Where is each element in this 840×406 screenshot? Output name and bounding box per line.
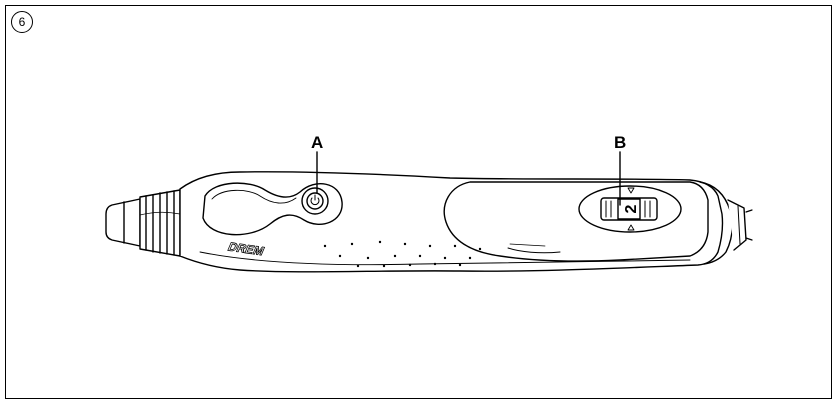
power-cord-stub — [746, 210, 752, 240]
collet-nut — [106, 199, 140, 246]
callout-b-label: B — [614, 134, 626, 151]
callout-a-label: A — [311, 134, 323, 151]
ribbed-collar — [140, 190, 180, 256]
speed-setting-numeral: 2 — [623, 204, 640, 213]
on-off-button — [302, 188, 328, 214]
